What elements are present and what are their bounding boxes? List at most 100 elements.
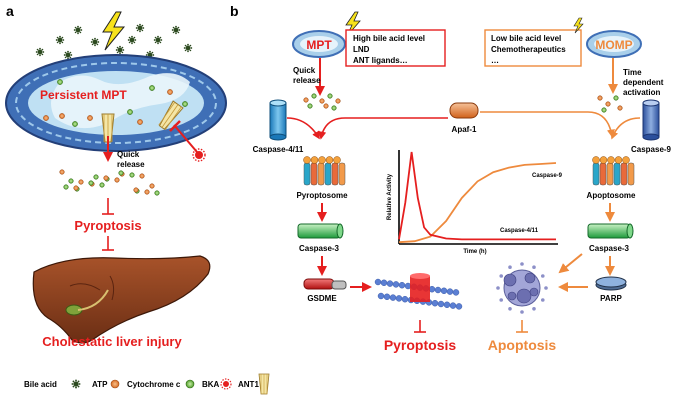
caspase-4-11-label: Caspase-4/11 — [253, 145, 304, 154]
complex-subunit — [303, 162, 311, 186]
lipid-head — [443, 301, 451, 308]
bka-icon — [192, 148, 206, 162]
ant1-legend-icon — [258, 373, 270, 395]
released-molecules-mpt — [303, 93, 341, 111]
lipid-head — [389, 294, 397, 301]
lipid-head — [377, 292, 385, 300]
gsdme-label: GSDME — [307, 294, 337, 303]
cytochrome-c-icon — [127, 109, 133, 115]
complex-cap — [318, 156, 326, 164]
bile-acid-icon — [35, 47, 45, 57]
complex-cap — [325, 156, 334, 164]
legend-atp: ATP — [92, 380, 108, 389]
cytochrome-c-icon — [72, 121, 78, 127]
apoptotic-fragment — [529, 287, 539, 297]
lipid-head — [392, 281, 400, 288]
lipid-head — [455, 303, 463, 310]
lipid-head — [380, 279, 388, 286]
complex-subunit — [324, 162, 332, 186]
atp-icon — [43, 115, 49, 121]
apoptotic-bleb — [532, 265, 536, 270]
right-box-line-1: Low bile acid level — [491, 34, 561, 43]
bka-inhibit-line — [173, 124, 198, 153]
atp-icon — [87, 115, 93, 121]
complex-cap — [614, 156, 623, 164]
cytochrome-c-icon — [149, 85, 155, 91]
apoptotic-bleb — [544, 286, 548, 290]
apoptotic-fragment — [516, 288, 532, 304]
apoptotic-bleb — [499, 274, 504, 278]
atp-icon — [149, 183, 155, 189]
bile-acid-icon — [55, 35, 65, 45]
atp-icon — [605, 101, 611, 107]
apoptosome-icon — [592, 156, 635, 186]
legend-bile-acid: Bile acid — [24, 380, 57, 389]
atp-icon — [59, 113, 65, 119]
momp-label: MOMP — [595, 38, 632, 52]
cytochrome-c-icon — [63, 184, 69, 190]
apoptotic-bleb — [496, 286, 500, 290]
bile-acid-icon — [171, 25, 181, 35]
left-box-line-2: LND — [353, 45, 370, 54]
quick-release-b-1: Quick — [293, 66, 316, 75]
caspase-4-11-line — [398, 151, 556, 241]
apoptotic-bleb — [499, 298, 504, 302]
apoptotic-fragment — [524, 272, 536, 284]
complex-subunit — [613, 162, 621, 186]
apoptosome-label: Apoptosome — [587, 191, 636, 200]
complex-cap — [592, 156, 600, 164]
atp-icon — [110, 379, 120, 389]
apaf1-to-apo-arrow — [480, 111, 615, 138]
pyroptosis-b-label: Pyroptosis — [384, 337, 457, 353]
atp-icon — [144, 189, 150, 195]
left-box-line-3: ANT ligands… — [353, 56, 408, 65]
apoptotic-cell-icon — [496, 262, 548, 314]
apaf1-icon — [449, 102, 479, 119]
apoptotic-bleb — [540, 274, 545, 278]
complex-cap — [607, 156, 615, 164]
series-caspase411-label: Caspase-4/11 — [500, 228, 539, 234]
lipid-head — [437, 300, 445, 308]
lipid-head — [440, 287, 448, 294]
atp-icon — [139, 173, 145, 179]
low-bile-acid-box — [484, 29, 582, 67]
panel-a-label: a — [6, 3, 14, 19]
casp3-to-apoptosis-arrow — [558, 253, 583, 274]
complex-subunit — [310, 162, 318, 186]
lipid-head — [452, 289, 460, 296]
high-bile-acid-box — [345, 29, 446, 67]
lipid-head — [449, 302, 457, 309]
apoptotic-bleb — [508, 306, 512, 311]
caspase-9-icon — [642, 99, 660, 141]
cholestatic-label: Cholestatic liver injury — [42, 334, 182, 349]
lipid-head — [383, 293, 391, 300]
lipid-head — [446, 288, 454, 295]
legend-ant1: ANT1 — [238, 380, 259, 389]
atp-icon — [303, 97, 309, 103]
complex-subunit — [331, 162, 339, 186]
cytochrome-c-icon — [182, 101, 188, 107]
quick-release-a-2: release — [117, 160, 145, 169]
casp411-arrow — [286, 117, 320, 140]
parp-label: PARP — [600, 294, 622, 303]
caspase-4-11-icon — [269, 99, 287, 141]
cytochrome-c-icon — [129, 172, 135, 178]
bile-acid-icon — [115, 45, 125, 55]
atp-icon — [59, 169, 65, 175]
cytochrome-c-icon — [185, 379, 195, 389]
apoptosis-b-label: Apoptosis — [488, 337, 557, 353]
apoptotic-bleb — [540, 298, 545, 302]
lipid-head — [434, 286, 442, 294]
apoptotic-bleb — [532, 306, 536, 311]
apoptotic-bleb — [520, 310, 524, 314]
atp-icon — [323, 103, 329, 109]
complex-subunit — [599, 162, 607, 186]
legend: Bile acid ATP Cytochrome c BKA ANT1 — [24, 373, 270, 395]
caspase-3-left-icon — [297, 223, 344, 239]
lipid-head — [395, 295, 403, 302]
parp-icon — [595, 276, 627, 291]
persistent-mpt-label: Persistent MPT — [40, 88, 127, 102]
cytochrome-c-icon — [93, 174, 99, 180]
atp-icon — [133, 187, 139, 193]
